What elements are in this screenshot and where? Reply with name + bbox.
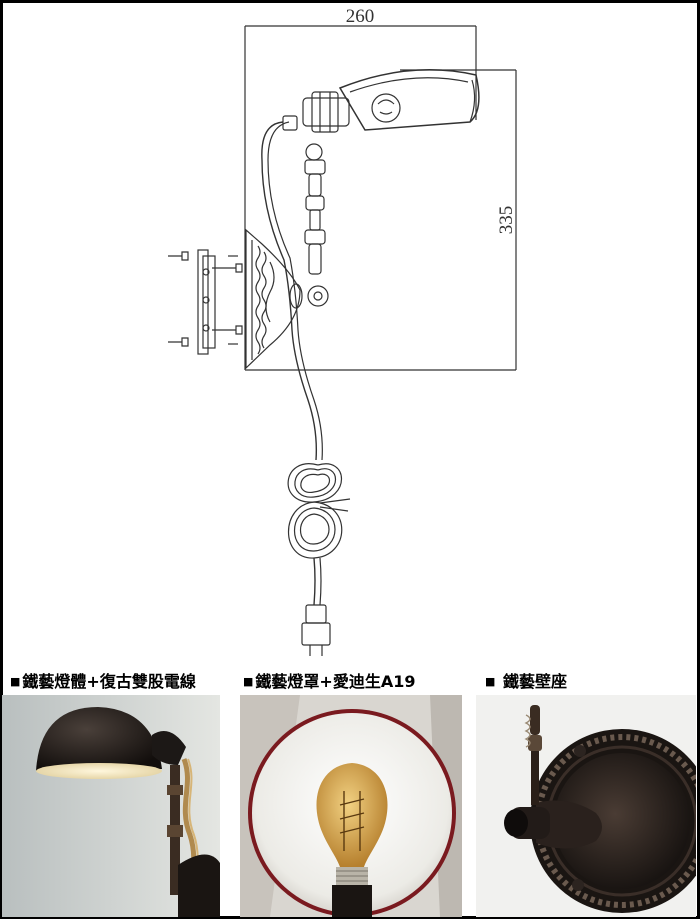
- caption-text: 鐵藝燈體+復古雙股電線: [22, 672, 196, 691]
- caption-marker: ■: [243, 675, 254, 688]
- caption-text: 鐵藝燈罩+愛迪生A19: [255, 672, 416, 691]
- caption-lamp-body: ■鐵藝燈體+復古雙股電線: [10, 668, 196, 692]
- caption-marker: ■: [485, 675, 496, 688]
- caption-text: 鐵藝壁座: [497, 672, 567, 691]
- lamp-technical-drawing: 260 335: [168, 6, 517, 656]
- photo-lamp-body: [2, 695, 220, 917]
- photo-wall-base: [476, 695, 696, 917]
- caption-marker: ■: [10, 675, 21, 688]
- wall-base-drawing: [168, 228, 303, 370]
- caption-wall-base: ■ 鐵藝壁座: [485, 668, 567, 692]
- cord-drawing: [261, 121, 351, 656]
- shade-drawing: [282, 69, 480, 133]
- caption-shade: ■鐵藝燈罩+愛迪生A19: [243, 668, 415, 692]
- height-dimension-label: 335: [496, 206, 517, 235]
- arm-drawing: [304, 143, 329, 307]
- photo-shade-bulb: [240, 695, 462, 917]
- width-dimension-label: 260: [346, 6, 375, 27]
